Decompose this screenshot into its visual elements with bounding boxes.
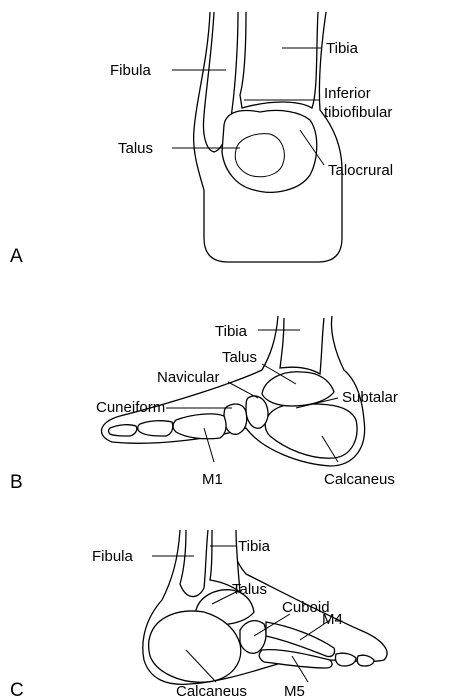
tibia-label-b: Tibia	[215, 323, 248, 340]
cuneiform-bone-b	[224, 404, 247, 434]
lateral-phalanx-1-c	[335, 653, 356, 666]
talus-bone-a	[222, 110, 317, 192]
cuneiform-label: Cuneiform	[96, 399, 165, 416]
m4-label: M4	[322, 611, 343, 628]
navicular-bone-b	[246, 396, 268, 428]
panel-a: Fibula Tibia Inferior tibiofibular Talus…	[10, 12, 393, 267]
proximal-phalanx-b	[138, 421, 173, 436]
distal-phalanx-b	[109, 425, 137, 436]
cuboid-bone-c	[240, 621, 266, 654]
tibia-bone-a	[240, 12, 318, 108]
subtalar-label: Subtalar	[342, 389, 398, 406]
m1-bone-b	[173, 414, 226, 439]
talus-label-c: Talus	[232, 581, 267, 598]
fibula-label-a: Fibula	[110, 62, 152, 79]
tibia-bone-b	[280, 318, 324, 374]
navicular-label: Navicular	[157, 369, 220, 386]
talocrural-label: Talocrural	[328, 162, 393, 179]
panel-c: Fibula Tibia Talus Cuboid M4 Calcaneus M…	[10, 530, 387, 698]
inferior-tibiofibular-label-line2: tibiofibular	[324, 104, 392, 121]
panel-b-letter: B	[10, 472, 23, 493]
fibula-label-c: Fibula	[92, 548, 134, 565]
m1-label: M1	[202, 471, 223, 488]
panel-c-letter: C	[10, 680, 24, 698]
talus-label-b: Talus	[222, 349, 257, 366]
tibia-label-c: Tibia	[238, 538, 271, 555]
panel-b: Tibia Talus Navicular Cuneiform Subtalar…	[10, 316, 398, 493]
talus-label-a: Talus	[118, 140, 153, 157]
panel-a-letter: A	[10, 246, 23, 267]
tibia-label-a: Tibia	[326, 40, 359, 57]
inferior-tibiofibular-label-line1: Inferior	[324, 85, 371, 102]
calcaneus-label-c: Calcaneus	[176, 683, 247, 698]
m5-label: M5	[284, 683, 305, 698]
calcaneus-label-b: Calcaneus	[324, 471, 395, 488]
